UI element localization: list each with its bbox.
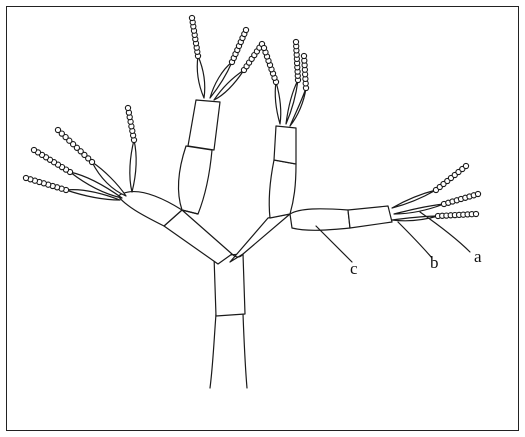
right-lateral-segment-c [290,209,350,231]
bead [261,45,266,50]
right-upper-branch-upper-segment [274,126,296,164]
bead [243,27,248,32]
bead [301,53,306,58]
bead [473,211,478,216]
label-b: b [430,253,439,272]
bead [125,105,130,110]
bead [31,147,36,152]
bead [463,163,468,168]
bead [293,39,298,44]
bead [475,191,480,196]
label-c: c [350,259,358,278]
label-a: a [474,247,482,266]
bead [189,15,194,20]
bead [55,127,60,132]
bead [23,175,28,180]
